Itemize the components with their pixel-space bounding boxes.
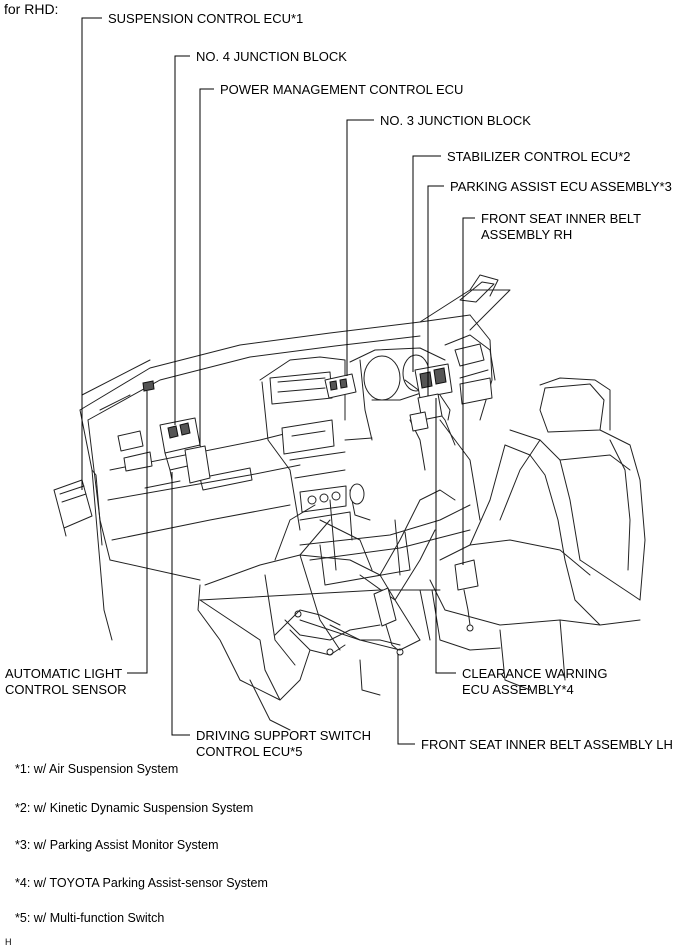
footnote-4: *4: w/ TOYOTA Parking Assist-sensor Syst… [15, 876, 268, 890]
dashboard-drawing [79, 274, 511, 641]
callout-line-2: CONTROL ECU*5 [196, 744, 303, 759]
leader-lines [81, 17, 475, 745]
callout-line-1: AUTOMATIC LIGHT [5, 666, 123, 681]
callout-driving-support-switch-ecu: DRIVING SUPPORT SWITCH CONTROL ECU*5 [196, 728, 371, 760]
callout-line-2: CONTROL SENSOR [5, 682, 127, 697]
footnote-5: *5: w/ Multi-function Switch [15, 911, 165, 925]
callout-line-1: CLEARANCE WARNING [462, 666, 608, 681]
light-sensor-part [142, 380, 155, 392]
no3-junction-block-part [324, 373, 357, 399]
corner-mark: H [5, 937, 12, 947]
suspension-ecu-part [53, 479, 93, 537]
callout-stabilizer-control-ecu: STABILIZER CONTROL ECU*2 [447, 149, 631, 164]
callout-front-seat-belt-lh: FRONT SEAT INNER BELT ASSEMBLY LH [421, 737, 673, 752]
callout-power-management-ecu: POWER MANAGEMENT CONTROL ECU [220, 82, 464, 97]
callout-line-2: ASSEMBLY RH [481, 227, 573, 242]
no4-junction-block-part [159, 417, 211, 484]
footnote-1: *1: w/ Air Suspension System [15, 762, 179, 776]
callout-line-1: DRIVING SUPPORT SWITCH [196, 728, 372, 743]
seat-left [197, 489, 456, 731]
footnote-2: *2: w/ Kinetic Dynamic Suspension System [15, 801, 254, 815]
callout-clearance-warning-ecu: CLEARANCE WARNING ECU ASSEMBLY*4 [462, 666, 607, 698]
callout-line-2: ECU ASSEMBLY*4 [462, 682, 574, 697]
callout-parking-assist-ecu: PARKING ASSIST ECU ASSEMBLY*3 [450, 179, 672, 194]
callout-front-seat-belt-rh: FRONT SEAT INNER BELT ASSEMBLY RH [481, 211, 641, 243]
callout-automatic-light-sensor: AUTOMATIC LIGHT CONTROL SENSOR [5, 666, 127, 698]
page-title: for RHD: [4, 1, 59, 17]
footnote-3: *3: w/ Parking Assist Monitor System [15, 838, 219, 852]
callout-no4-junction-block: NO. 4 JUNCTION BLOCK [196, 49, 347, 64]
callout-no3-junction-block: NO. 3 JUNCTION BLOCK [380, 113, 531, 128]
seat-right [419, 377, 646, 691]
callout-line-1: FRONT SEAT INNER BELT [481, 211, 642, 226]
callout-suspension-control-ecu: SUSPENSION CONTROL ECU*1 [108, 11, 304, 26]
